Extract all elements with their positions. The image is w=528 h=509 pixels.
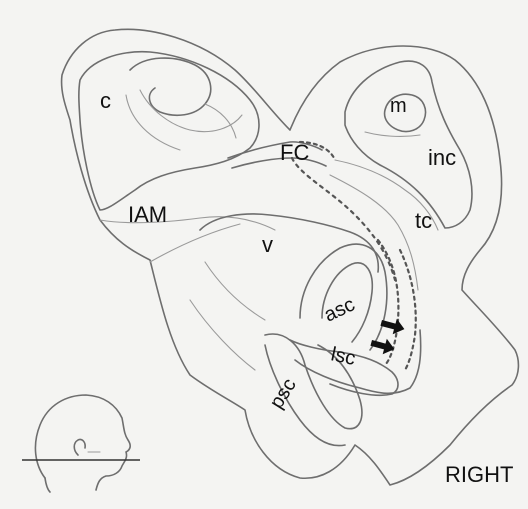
label-v: v (262, 232, 273, 257)
label-psc: psc (266, 375, 301, 413)
tympanic-cavity-line (330, 175, 418, 290)
label-asc: asc (321, 293, 359, 326)
label-fc: FC (280, 140, 309, 165)
cochlea-spiral (130, 58, 211, 115)
arrow-icon (369, 335, 396, 357)
cochlea-outline (79, 52, 259, 210)
head-orientation-icon (22, 395, 140, 492)
label-tc: tc (415, 208, 432, 233)
bone-outline (62, 29, 519, 485)
label-iam: IAM (128, 202, 167, 227)
label-lsc: lsc (329, 343, 357, 370)
vestibule (200, 214, 378, 272)
iam-boundary (100, 217, 275, 230)
label-inc: inc (428, 145, 456, 170)
label-c: c (100, 88, 111, 113)
arrow-icon (379, 315, 406, 337)
label-right: RIGHT (445, 462, 513, 487)
label-m: m (390, 95, 407, 117)
